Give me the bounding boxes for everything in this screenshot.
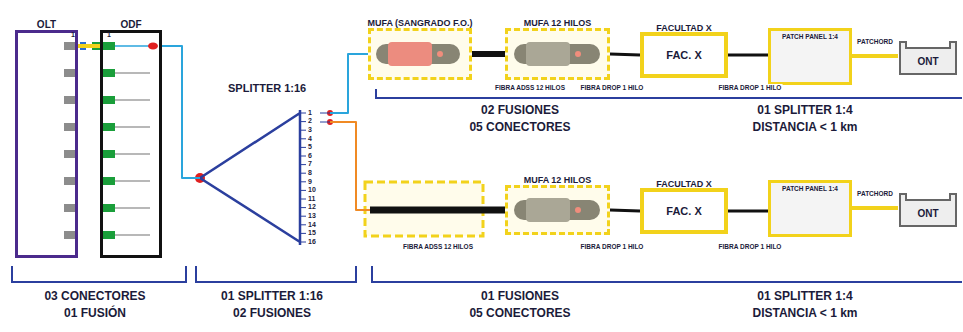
port-number: 7 [308,160,312,168]
network-node: ONT [898,192,958,228]
network-node: MUFA 12 HILOS [505,185,610,235]
port-number: 1 [308,109,312,117]
fiber-link [728,211,768,212]
fiber-line [852,206,898,210]
node-text: FAC. X [666,49,701,62]
node-text: MUFA (SANGRADO F.O.) [367,18,472,28]
cable-label: FIBRA DROP 1 HILO [580,243,645,250]
network-node: PATCH PANEL 1:4 [768,28,852,85]
cable-label: PATCHORD [856,190,894,197]
odf-ports [103,42,158,239]
node-text: FACULTAD X [656,23,712,33]
summary-note: 02 FUSIONES [233,307,311,321]
network-node: ODF [100,30,162,258]
fiber-link [330,54,368,113]
summary-note: 01 FUSIONES [481,290,559,304]
node-text: ONT [917,209,938,221]
node-text: MUFA 12 HILOS [524,175,592,185]
fiber-line [330,122,505,210]
network-node: FACULTAD XFAC. X [640,188,728,234]
cable-label: FIBRA ADSS 12 HILOS [494,84,566,91]
cable-label: FIBRA DROP 1 HILO [718,243,783,250]
fiber-link [330,122,505,210]
adss-cable [370,207,505,214]
fiber-line [728,54,768,57]
fiber-line [610,210,640,211]
cable-label: PATCHORD [856,38,894,45]
summary-note: 05 CONECTORES [469,121,570,135]
network-node: OLT [15,30,78,258]
network-node: MUFA (SANGRADO F.O.) [368,28,472,80]
fiber-line [472,51,505,57]
fiber-line [728,210,768,213]
port-number: 5 [308,143,312,151]
port-number: 15 [308,229,316,237]
summary-note: DISTANCIA < 1 km [752,307,857,321]
port-number: 13 [308,212,316,220]
port-number: 12 [308,203,316,211]
port-number: 8 [308,169,312,177]
port-number: 4 [308,135,312,143]
port-number: 14 [308,221,316,229]
fiber-link [610,210,640,211]
cable-label: FIBRA DROP 1 HILO [718,84,783,91]
node-text: FACULTAD X [656,179,712,189]
summary-note: 03 CONECTORES [44,290,145,304]
summary-note: 01 SPLITTER 1:16 [221,290,323,304]
port-number: 1 [107,31,111,39]
fiber-line [162,46,200,178]
summary-note: 01 SPLITTER 1:4 [757,104,852,118]
port-number: 1 [71,31,75,39]
network-node: MUFA 12 HILOS [505,28,610,80]
cable-label: FIBRA ADSS 12 HILOS [402,243,474,250]
fiber-line [610,54,640,55]
fiber-link [472,54,505,55]
cable-label: FIBRA DROP 1 HILO [580,84,645,91]
fiber-line [78,44,100,48]
node-text: ONT [917,57,938,69]
port-number: 9 [308,178,312,186]
node-text: ODF [120,19,141,31]
summary-note: 01 FUSIÓN [64,307,126,321]
summary-note: DISTANCIA < 1 km [752,121,857,135]
fiber-line [330,54,368,113]
port-number: 16 [308,238,316,246]
fiber-link [852,208,898,209]
fiber-link [728,55,768,56]
node-text: PATCH PANEL 1:4 [782,185,838,192]
fiber-link [852,56,898,57]
port-number: 6 [308,152,312,160]
olt-ports [64,42,75,239]
node-text: FAC. X [666,205,701,218]
fiber-link [162,46,200,178]
network-node: ONT [898,40,958,76]
node-text: MUFA 12 HILOS [524,18,592,28]
fiber-link [78,46,100,47]
brackets [12,89,962,282]
port-number: 10 [308,186,316,194]
port-number: 3 [308,126,312,134]
port-number: 2 [308,117,312,125]
network-node: PATCH PANEL 1:4 [768,180,852,237]
fiber-line [852,54,898,58]
port-number: 11 [308,195,315,203]
summary-note: 05 CONECTORES [469,307,570,321]
node-text: SPLITTER 1:16 [228,82,306,95]
summary-note: 02 FUSIONES [481,104,559,118]
node-text: OLT [37,19,56,31]
node-text: PATCH PANEL 1:4 [782,33,838,40]
summary-note: 01 SPLITTER 1:4 [757,290,852,304]
network-node: FACULTAD XFAC. X [640,32,728,78]
fiber-link [610,54,640,55]
